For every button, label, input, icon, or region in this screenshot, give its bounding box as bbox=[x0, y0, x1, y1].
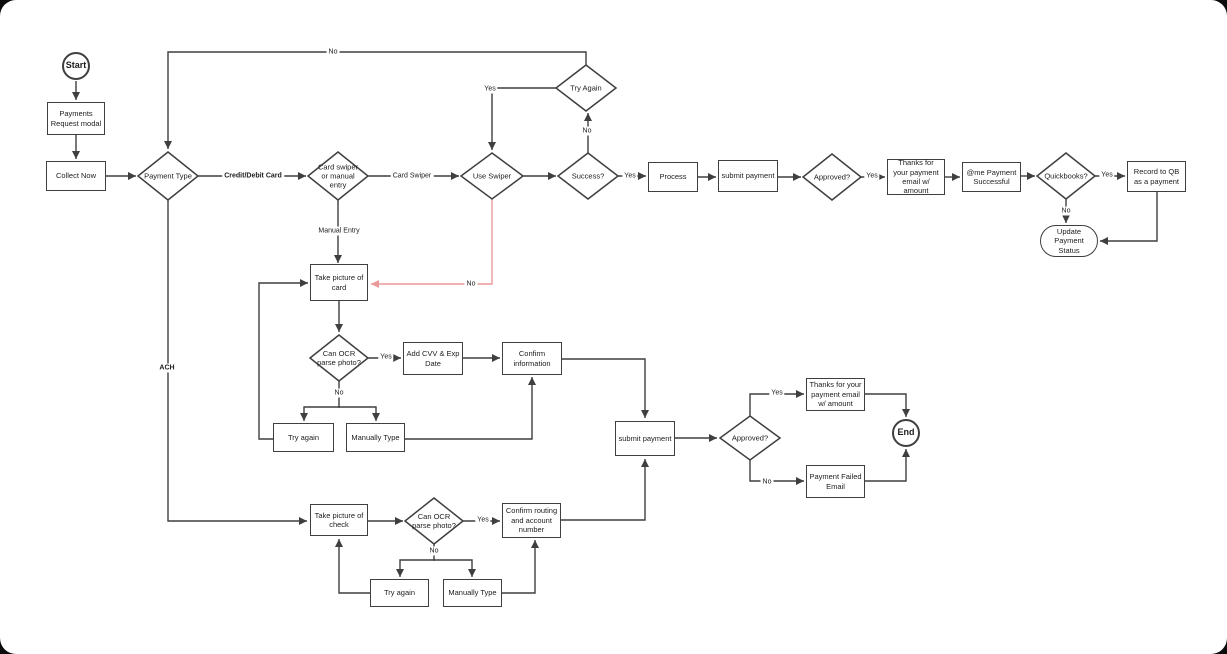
edge-payment-type-ach-to-take-picture-check bbox=[167, 200, 307, 525]
payment-failed-email-box: Payment Failed Email bbox=[806, 465, 865, 498]
update-payment-status-terminator: Update Payment Status bbox=[1040, 225, 1098, 257]
try-again-diamond bbox=[554, 64, 618, 112]
edge-label-ocr-check-no: No bbox=[427, 546, 441, 556]
edge-confirm-information-to-submit-main bbox=[562, 358, 649, 418]
can-ocr-card-diamond bbox=[308, 334, 370, 382]
use-swiper-diamond bbox=[459, 152, 525, 200]
add-cvv-exp-box: Add CVV & Exp Date bbox=[403, 342, 463, 375]
card-swiper-or-manual-diamond bbox=[306, 151, 370, 201]
edge-label-ocr-card-no: No bbox=[332, 388, 346, 398]
can-ocr-check-diamond bbox=[403, 497, 465, 545]
thanks-email-card-box: Thanks for your payment email w/ amount bbox=[887, 158, 945, 195]
start-terminator: Start bbox=[62, 52, 90, 80]
edge-try-again-to-payment-type-loop bbox=[164, 51, 587, 149]
edge-label-manual-entry: Manual Entry bbox=[316, 226, 362, 236]
confirm-information-box: Confirm information bbox=[502, 342, 562, 375]
payments-request-modal-box: Payments Request modal bbox=[47, 102, 105, 135]
edge-try-again-to-take-picture-card bbox=[258, 279, 308, 440]
edge-label-approved-main-no: No bbox=[760, 477, 774, 487]
payment-type-diamond bbox=[136, 151, 200, 201]
approved-main-diamond bbox=[718, 415, 782, 461]
thanks-email-main-box: Thanks for your payment email w/ amount bbox=[806, 378, 865, 411]
edge-confirm-routing-to-submit-main bbox=[561, 459, 649, 521]
process-box: Process bbox=[648, 162, 698, 192]
edge-label-approved-main-yes: Yes bbox=[769, 388, 785, 398]
quickbooks-diamond bbox=[1035, 152, 1097, 200]
edge-label-ocr-check-yes: Yes bbox=[475, 515, 491, 525]
try-again-check-box: Try again bbox=[370, 579, 429, 607]
edge-label-card-swiper: Card Swiper bbox=[390, 171, 434, 181]
edge-try-again-to-take-picture-check bbox=[335, 539, 370, 594]
edge-label-try-again-no: No bbox=[326, 47, 340, 57]
edge-approved-main-to-thanks-email bbox=[749, 390, 804, 416]
submit-payment-card-box: submit payment bbox=[718, 160, 778, 192]
edge-label-use-swiper-no: No bbox=[464, 279, 478, 289]
edge-label-approved-card-yes: Yes bbox=[864, 171, 880, 181]
edge-record-qb-to-update-status bbox=[1100, 192, 1158, 245]
edge-ocr-card-no-to-manually-type bbox=[338, 406, 380, 421]
collect-now-box: Collect Now bbox=[46, 161, 106, 191]
approved-card-diamond bbox=[801, 153, 863, 201]
edge-label-quickbooks-no: No bbox=[1059, 206, 1073, 216]
edge-label-ach: ACH bbox=[157, 363, 177, 373]
edge-manually-type-to-confirm-routing bbox=[502, 540, 539, 594]
confirm-routing-box: Confirm routing and account number bbox=[502, 503, 561, 538]
me-payment-successful-box: @me Payment Successful bbox=[962, 162, 1021, 192]
edge-ocr-card-no-to-try-again bbox=[300, 406, 340, 421]
edge-manually-type-to-confirm-information bbox=[405, 377, 536, 440]
manually-type-card-box: Manually Type bbox=[346, 423, 405, 452]
edge-approved-main-to-payment-failed bbox=[749, 460, 804, 485]
success-diamond bbox=[556, 152, 620, 200]
take-picture-check-box: Take picture of check bbox=[310, 504, 368, 536]
edge-label-success-yes: Yes bbox=[622, 171, 638, 181]
edge-thanks-email-to-end bbox=[865, 393, 910, 417]
record-to-qb-box: Record to QB as a payment bbox=[1127, 161, 1186, 192]
try-again-card-box: Try again bbox=[273, 423, 334, 452]
edge-ocr-check-no-to-manually-type bbox=[433, 559, 476, 577]
edge-payment-failed-to-end bbox=[865, 449, 910, 482]
edge-label-success-no: No bbox=[580, 126, 594, 136]
manually-type-check-box: Manually Type bbox=[443, 579, 502, 607]
submit-payment-main-box: submit payment bbox=[615, 421, 675, 456]
edge-ocr-check-no-to-try-again bbox=[396, 559, 435, 577]
take-picture-card-box: Take picture of card bbox=[310, 264, 368, 301]
edge-use-swiper-no-to-take-picture-card bbox=[371, 199, 493, 288]
edge-label-try-again-yes: Yes bbox=[482, 84, 498, 94]
edge-label-ocr-card-yes: Yes bbox=[378, 352, 394, 362]
edge-label-quickbooks-yes: Yes bbox=[1099, 170, 1115, 180]
end-terminator: End bbox=[892, 419, 920, 447]
edge-try-again-to-use-swiper bbox=[488, 87, 556, 150]
edge-label-credit-debit-card: Credit/Debit Card bbox=[222, 171, 284, 181]
